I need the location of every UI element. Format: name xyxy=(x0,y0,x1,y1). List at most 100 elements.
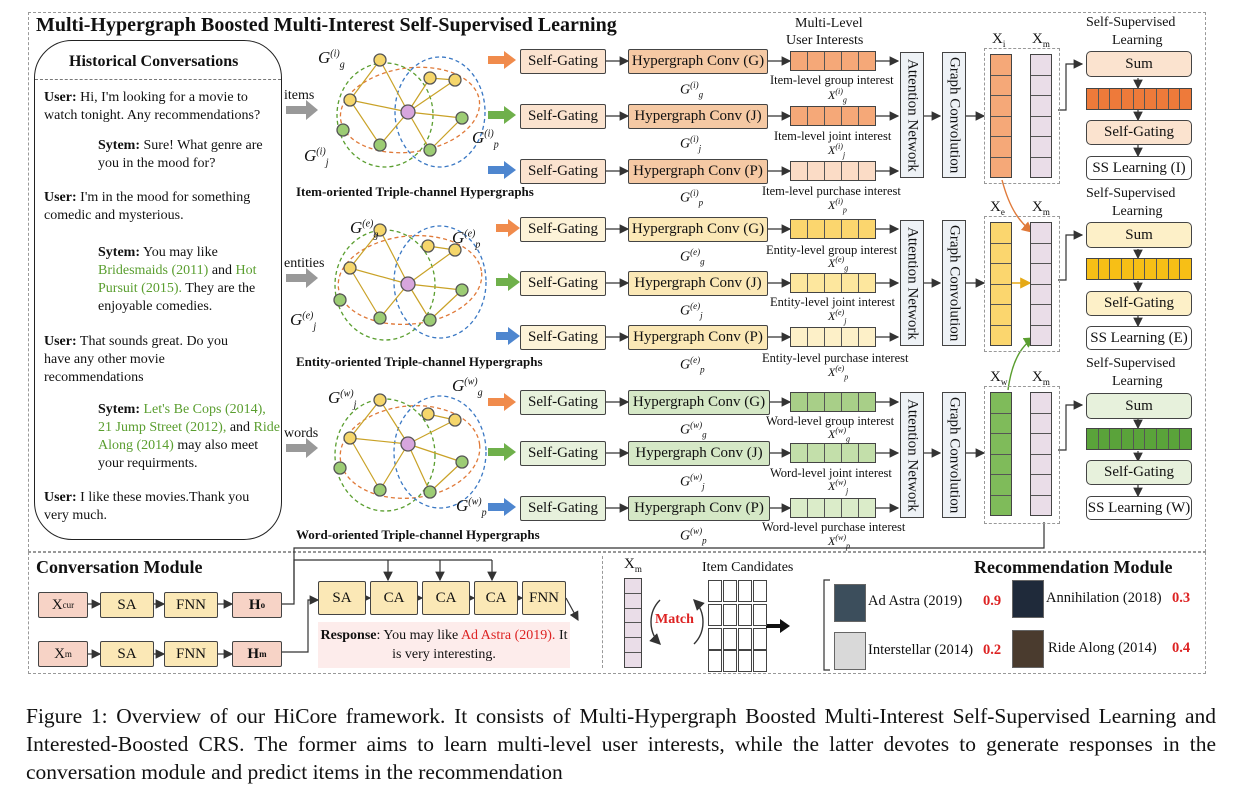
attention-network-entity: Attention Network xyxy=(900,220,924,346)
result-arrow xyxy=(766,619,790,633)
graph-convolution-word: Graph Convolution xyxy=(942,392,966,518)
ss-learning-entity: SS Learning (E) xyxy=(1086,326,1192,350)
label-g-e-p: G(e)p xyxy=(452,228,481,251)
interest-label: Item-level group interest xyxy=(770,73,894,87)
word-joint-strip xyxy=(790,443,876,463)
fnn-box-2: FNN xyxy=(164,641,218,667)
ssl-title-1-a: Self-Supervised xyxy=(1086,15,1176,30)
g-label: G(e)p xyxy=(680,355,705,375)
turn-1: User: Hi, I'm looking for a movie to wat… xyxy=(44,90,261,123)
hypergraph-conv-item-j: Hypergraph Conv (J) xyxy=(628,104,768,129)
self-gating-ss-entity: Self-Gating xyxy=(1086,291,1192,316)
g-label: G(i)g xyxy=(680,80,704,100)
turn-6: Sytem: Let's Be Cops (2014), 21 Jump Str… xyxy=(98,402,280,471)
attention-network-word: Attention Network xyxy=(900,392,924,518)
x-label: X(i)j xyxy=(828,142,846,160)
xi-column xyxy=(990,54,1012,178)
turn-2: Sytem: Sure! What genre are you in the m… xyxy=(98,138,263,171)
hypergraph-conv-entity-g: Hypergraph Conv (G) xyxy=(628,217,768,242)
match-arrows xyxy=(649,599,705,645)
x-label: X(w)p xyxy=(828,533,851,551)
interest-label: Word-level purchase interest xyxy=(762,520,906,534)
conversations-title: Historical Conversations xyxy=(69,53,239,70)
label-g-i-j: G(i)j xyxy=(304,146,329,169)
entity-joint-strip xyxy=(790,273,876,293)
x-label: X(i)p xyxy=(828,197,847,215)
ssl-title-2-b: Learning xyxy=(1112,204,1163,219)
top-section-frame xyxy=(28,12,1206,552)
label-g-e-g: G(e)g xyxy=(350,218,379,241)
g-label: G(w)p xyxy=(680,526,707,546)
input-items-label: items xyxy=(284,88,315,103)
word-sum-strip xyxy=(1086,428,1192,450)
sum-word: Sum xyxy=(1086,393,1192,419)
xm-to-decoder xyxy=(282,522,1045,653)
ss-learning-word: SS Learning (W) xyxy=(1086,496,1192,520)
section-title: Multi-Hypergraph Boosted Multi-Interest … xyxy=(36,14,617,36)
result-name-4: Ride Along (2014) xyxy=(1048,640,1157,656)
word-purchase-strip xyxy=(790,498,876,518)
candidate-grid xyxy=(708,580,767,672)
decoder-sa: SA xyxy=(318,581,366,615)
self-gating-ss-item: Self-Gating xyxy=(1086,120,1192,145)
self-gating-word-g: Self-Gating xyxy=(520,390,606,415)
input-arrows xyxy=(286,100,318,458)
xe-column xyxy=(990,222,1012,346)
orange-link xyxy=(1001,179,1034,233)
item-group-strip xyxy=(790,51,876,71)
recommendation-module-title: Recommendation Module xyxy=(974,557,1173,577)
g-label: G(i)j xyxy=(680,134,702,154)
sum-item: Sum xyxy=(1086,51,1192,77)
ss-learning-item: SS Learning (I) xyxy=(1086,156,1192,180)
x-columns-frame-3 xyxy=(984,386,1060,524)
x-label: X(e)j xyxy=(828,308,847,326)
bottom-section-frame xyxy=(28,552,1206,674)
g-label: G(i)p xyxy=(680,188,704,208)
input-words-label: words xyxy=(284,426,319,441)
x-label: X(e)g xyxy=(828,255,849,273)
g-label: G(e)j xyxy=(680,301,703,321)
ssl-title-3-a: Self-Supervised xyxy=(1086,356,1176,371)
x-label: X(e)p xyxy=(828,364,849,382)
xe-label: Xe xyxy=(990,199,1005,217)
x-columns-frame-2 xyxy=(984,216,1060,352)
item-hypergraph xyxy=(336,53,486,168)
hypergraph-conv-entity-p: Hypergraph Conv (P) xyxy=(628,325,768,350)
diagram-graphics xyxy=(88,51,1143,671)
figure-caption: Figure 1: Overview of our HiCore framewo… xyxy=(26,704,1216,784)
graph-convolution-item: Graph Convolution xyxy=(942,52,966,178)
xm-label-1: Xm xyxy=(1032,31,1050,49)
g-label: G(w)j xyxy=(680,472,705,492)
item-sum-strip xyxy=(1086,88,1192,110)
self-gating-word-j: Self-Gating xyxy=(520,441,606,466)
turn-4: Sytem: You may like Bridesmaids (2011) a… xyxy=(98,245,257,314)
interest-label: Word-level group interest xyxy=(766,414,895,428)
word-group-strip xyxy=(790,392,876,412)
label-g-w-g: G(w)g xyxy=(452,376,483,399)
item-hypergraph-caption: Item-oriented Triple-channel Hypergraphs xyxy=(296,184,534,199)
interest-label: Item-level purchase interest xyxy=(762,184,901,198)
result-score-1: 0.9 xyxy=(983,593,1002,609)
historical-conversations-panel: Historical Conversations xyxy=(34,40,282,540)
ride-along-poster xyxy=(1012,630,1044,668)
interest-label: Entity-level joint interest xyxy=(770,295,895,309)
label-g-i-p: G(i)p xyxy=(472,128,499,151)
ssl-title-1-b: Learning xyxy=(1112,33,1163,48)
word-hypergraph xyxy=(333,393,487,512)
xm-label-2: Xm xyxy=(1032,199,1050,217)
xm-column-3 xyxy=(1030,392,1052,516)
interest-label: Entity-level group interest xyxy=(766,243,898,257)
label-g-w-p: G(w)p xyxy=(456,496,487,519)
label-g-w-j: G(w)j xyxy=(328,388,357,411)
g-label: G(e)g xyxy=(680,247,705,267)
self-gating-ss-word: Self-Gating xyxy=(1086,460,1192,485)
entity-group-strip xyxy=(790,219,876,239)
xm-label-3: Xm xyxy=(1032,369,1050,387)
title-divider xyxy=(35,79,281,80)
self-gating-entity-j: Self-Gating xyxy=(520,271,606,296)
entity-sum-strip xyxy=(1086,258,1192,280)
x-label: X(w)g xyxy=(828,426,851,444)
label-g-e-j: G(e)j xyxy=(290,310,317,333)
